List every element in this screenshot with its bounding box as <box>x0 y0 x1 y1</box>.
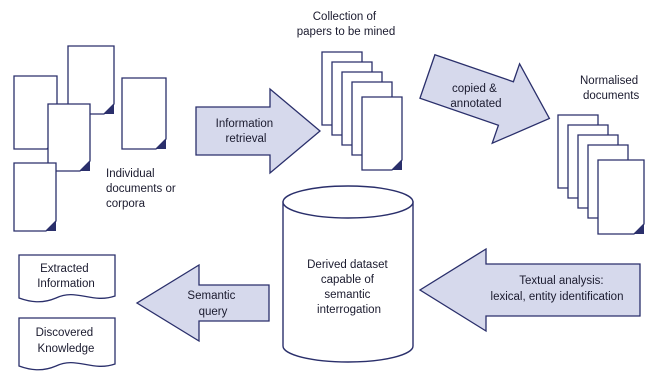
derived-dataset-label: Derived dataset capable of semantic inte… <box>307 259 391 316</box>
note-card-icon <box>18 254 116 303</box>
textual-analysis-arrow: Textual analysis: lexical, entity identi… <box>418 247 641 333</box>
individual-documents-label: Individual documents or corpora <box>106 168 179 210</box>
collection-label: Collection of papers to be mined <box>297 11 395 38</box>
extracted-information-box: Extracted Information <box>18 254 116 303</box>
block-arrow-icon <box>419 53 551 145</box>
normalised-label: Normalised documents <box>580 75 641 102</box>
document-stack-icon <box>321 51 403 171</box>
document-icon <box>67 45 115 115</box>
individual-documents <box>13 45 167 232</box>
svg-text:Discovered Knowledge: Discovered Knowledge <box>36 327 97 355</box>
block-arrow-icon <box>135 263 270 343</box>
discovered-knowledge-box: Discovered Knowledge <box>18 317 116 371</box>
svg-text:Extracted Information: Extracted Information <box>37 263 95 290</box>
block-arrow-icon <box>195 87 322 175</box>
svg-text:Information retrieval: Information retrieval <box>216 118 277 145</box>
svg-text:copied & annotated: copied & annotated <box>450 83 501 110</box>
database-cylinder-icon <box>282 185 414 363</box>
document-icon <box>13 162 57 232</box>
svg-text:Semantic query: Semantic query <box>187 290 238 318</box>
note-card-icon <box>18 317 116 371</box>
semantic-query-arrow: Semantic query <box>135 263 270 343</box>
copied-annotated-arrow: copied & annotated <box>419 53 551 145</box>
document-stack-icon <box>557 114 645 235</box>
svg-text:Textual analysis: lexica: Textual analysis: lexical, entity identi… <box>491 275 624 303</box>
document-icon <box>47 103 91 172</box>
document-icon <box>121 77 167 150</box>
information-retrieval-arrow: Information retrieval <box>195 87 322 175</box>
block-arrow-icon <box>418 247 641 333</box>
